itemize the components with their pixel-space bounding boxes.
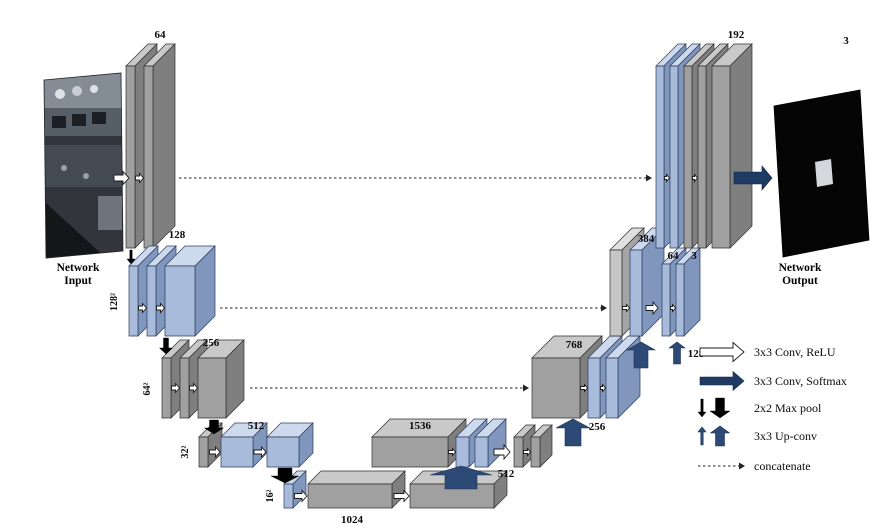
dec2-out-label: 3 (691, 250, 697, 262)
conv-relu-arrow (692, 173, 699, 183)
conv-relu-arrow-icon (699, 341, 745, 363)
conv-relu-arrow (209, 445, 221, 459)
network-input-image (43, 72, 124, 259)
conv-relu-arrow (138, 302, 148, 314)
feature-map-slab (164, 245, 216, 337)
maxpool-arrow (158, 337, 174, 355)
legend-label: concatenate (754, 459, 811, 473)
conv-relu-arrow (189, 382, 199, 394)
conv-relu-arrow (156, 302, 166, 314)
maxpool-arrow-icon (697, 397, 731, 419)
decoder-level4-block (371, 418, 507, 468)
input-caption-line1: Network (57, 262, 100, 274)
dec2-conv-label: 64 (668, 250, 680, 262)
enc4-channels-label: 512 (248, 420, 265, 432)
bottleneck-size-label: 16² (265, 490, 276, 503)
dec4-out-label: 256 (589, 421, 606, 433)
conv-relu-arrow (645, 300, 659, 316)
dec1-concat-label: 192 (728, 29, 745, 41)
conv-relu-arrow (523, 447, 532, 457)
legend-label: 3x3 Conv, Softmax (754, 374, 847, 388)
conv-relu-arrow (294, 489, 308, 503)
output-caption-line2: Output (782, 275, 818, 287)
feature-map-slab (474, 418, 507, 468)
conv-relu-arrow (580, 383, 589, 393)
legend-item-concatenate: concatenate (698, 459, 811, 473)
dec3-concat-label: 768 (566, 339, 583, 351)
maxpool-arrow (203, 419, 225, 435)
feature-map-slab (143, 43, 176, 249)
upconv-arrow (555, 418, 591, 447)
legend-label: 2x2 Max pool (754, 401, 822, 415)
conv-relu-arrow (448, 447, 457, 457)
conv-relu-arrow (171, 382, 181, 394)
maxpool-arrow (126, 249, 136, 265)
conv-relu-arrow (670, 303, 677, 313)
feature-map-slab (530, 424, 553, 468)
skip-connection-3 (250, 384, 529, 392)
dec4-concat-label: 1536 (409, 420, 432, 432)
output-caption-line1: Network (779, 262, 822, 274)
network-output-image (773, 89, 870, 258)
upconv-arrow (625, 341, 657, 369)
output-channels-label: 3 (843, 35, 849, 47)
conv-softmax-arrow (733, 165, 773, 191)
input-caption-line2: Input (64, 275, 92, 287)
legend-item-upconv: 3x3 Up-conv (697, 425, 817, 447)
enc3-channels-label: 256 (203, 337, 220, 349)
conv-relu-arrow (664, 173, 671, 183)
conv-relu-arrow (135, 172, 145, 184)
feature-map-slab (675, 247, 701, 337)
encoder-level2-block (128, 245, 216, 337)
conv-relu-arrow (253, 445, 267, 459)
bottleneck-channels-label: 1024 (341, 514, 364, 526)
legend-item-conv-softmax: 3x3 Conv, Softmax (699, 370, 847, 392)
dec4-conv-label: 512 (498, 468, 515, 480)
conv-relu-arrow (493, 443, 511, 461)
skip-connection-1 (179, 174, 652, 182)
encoder-level3-block (161, 339, 245, 419)
encoder-level1-block (125, 43, 176, 249)
upconv-arrow (668, 341, 686, 365)
feature-map-slab (197, 339, 245, 419)
feature-map-slab (266, 422, 314, 468)
maxpool-arrow (270, 467, 300, 484)
dec2-concat-label: 384 (638, 233, 655, 245)
enc2-channels-label: 128 (169, 229, 186, 241)
legend-label: 3x3 Conv, ReLU (754, 345, 836, 359)
legend: 3x3 Conv, ReLU 3x3 Conv, Softmax 2x2 Max… (697, 341, 847, 473)
concatenate-arrow-icon (698, 462, 745, 470)
legend-item-maxpool: 2x2 Max pool (697, 397, 822, 419)
conv-relu-arrow (113, 170, 130, 186)
legend-label: 3x3 Up-conv (754, 429, 817, 443)
upconv-arrow (429, 465, 493, 490)
conv-softmax-arrow-icon (699, 370, 745, 392)
feature-map-slab (307, 470, 406, 509)
conv-relu-arrow (600, 383, 607, 393)
skip-connection-2 (220, 304, 607, 312)
encoder-level4-block (198, 422, 314, 468)
decoder-level4-out-block (513, 424, 553, 468)
upconv-arrow-icon (697, 425, 731, 447)
feature-map-slab (629, 227, 665, 337)
decoder-level2-block (609, 227, 701, 337)
enc3-size-label: 64² (142, 383, 153, 396)
legend-item-conv-relu: 3x3 Conv, ReLU (699, 341, 836, 363)
feature-map-slab (711, 43, 753, 249)
conv-relu-arrow (622, 303, 631, 313)
decoder-level1-block (655, 43, 753, 249)
enc1-channels-label: 64 (155, 29, 167, 41)
decoder-level3-block (531, 335, 641, 419)
enc4-size-label: 32² (180, 446, 191, 459)
conv-relu-arrow (393, 489, 410, 503)
enc2-size-label: 128² (109, 293, 120, 311)
